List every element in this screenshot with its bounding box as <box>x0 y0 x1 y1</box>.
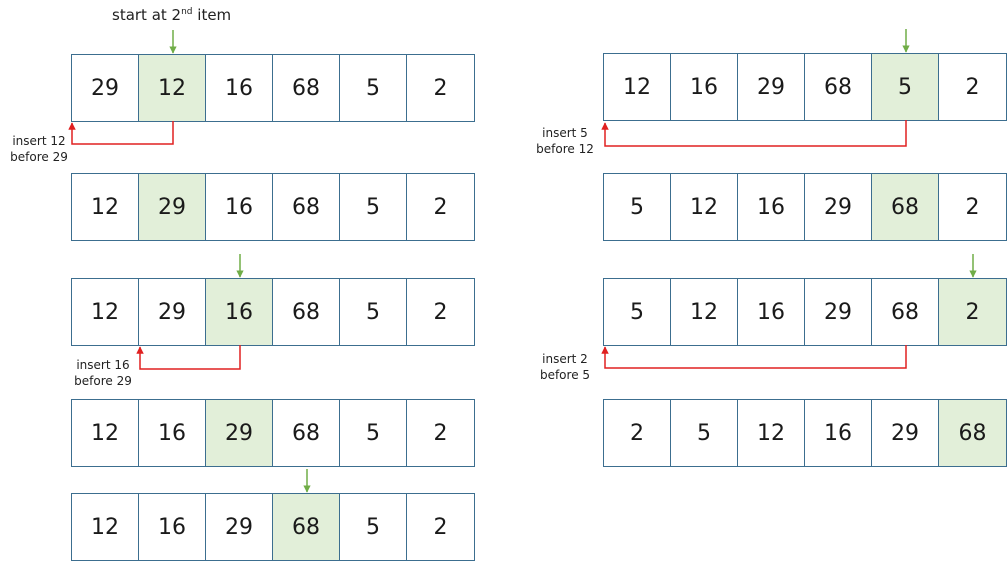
note-line-2: before 12 <box>536 142 594 156</box>
array-cell: 16 <box>671 54 738 120</box>
array-cell: 16 <box>139 400 206 466</box>
array-cell: 29 <box>872 400 939 466</box>
array-cell-current: 5 <box>872 54 939 120</box>
array-cell: 12 <box>72 400 139 466</box>
array-cell-current: 68 <box>273 494 340 560</box>
array-cell: 12 <box>72 174 139 240</box>
array-cell-current: 29 <box>206 400 273 466</box>
array-cell: 16 <box>738 174 805 240</box>
array-cell: 68 <box>273 174 340 240</box>
array-cell: 12 <box>604 54 671 120</box>
array-cell: 2 <box>604 400 671 466</box>
array-cell: 29 <box>805 174 872 240</box>
array-cell-current: 12 <box>139 55 206 121</box>
array-cell-current: 2 <box>939 279 1006 345</box>
array-cell: 29 <box>139 279 206 345</box>
note-line-2: before 29 <box>74 374 132 388</box>
array-cell: 2 <box>939 174 1006 240</box>
array-cell-current: 68 <box>939 400 1006 466</box>
array-cell: 2 <box>407 279 474 345</box>
array-cell: 12 <box>72 494 139 560</box>
array-cell: 2 <box>407 494 474 560</box>
note-line-2: before 29 <box>10 150 68 164</box>
array-cell: 68 <box>273 400 340 466</box>
array-cell: 68 <box>805 54 872 120</box>
array-cell: 16 <box>139 494 206 560</box>
array-cell-current: 68 <box>872 174 939 240</box>
array-cell: 5 <box>340 494 407 560</box>
array-cell: 68 <box>872 279 939 345</box>
array-cell: 5 <box>340 279 407 345</box>
array-cell: 5 <box>340 174 407 240</box>
array-cell: 16 <box>805 400 872 466</box>
note-insert-16: insert 16 before 29 <box>72 357 134 389</box>
array-cell: 2 <box>407 55 474 121</box>
array-cell: 16 <box>206 55 273 121</box>
note-line-1: insert 16 <box>76 358 130 372</box>
array-cell-current: 16 <box>206 279 273 345</box>
array-cell: 16 <box>206 174 273 240</box>
array-cell: 12 <box>671 279 738 345</box>
array-cell: 29 <box>206 494 273 560</box>
array-cell: 5 <box>340 55 407 121</box>
array-cell: 5 <box>671 400 738 466</box>
array-cell: 5 <box>604 279 671 345</box>
array-cell: 5 <box>604 174 671 240</box>
array-cell-current: 29 <box>139 174 206 240</box>
note-line-1: insert 2 <box>542 352 588 366</box>
red-insert-arrow <box>601 120 907 147</box>
array-cell: 29 <box>738 54 805 120</box>
red-insert-arrow <box>136 345 241 370</box>
note-insert-2: insert 2 before 5 <box>532 351 598 383</box>
array-cell: 12 <box>671 174 738 240</box>
array-cell: 5 <box>340 400 407 466</box>
array-cell: 12 <box>738 400 805 466</box>
note-insert-5: insert 5 before 12 <box>532 125 598 157</box>
array-cell: 16 <box>738 279 805 345</box>
array-cell: 2 <box>407 400 474 466</box>
note-line-1: insert 12 <box>12 134 66 148</box>
array-cell: 2 <box>939 54 1006 120</box>
array-cell: 12 <box>72 279 139 345</box>
note-line-2: before 5 <box>539 368 591 382</box>
array-cell: 68 <box>273 55 340 121</box>
array-cell: 29 <box>805 279 872 345</box>
red-insert-arrow <box>601 345 907 369</box>
array-cell: 68 <box>273 279 340 345</box>
note-line-1: insert 5 <box>542 126 588 140</box>
red-insert-arrow <box>68 121 174 145</box>
note-insert-12: insert 12 before 29 <box>8 133 70 165</box>
array-cell: 29 <box>72 55 139 121</box>
diagram-title: start at 2nd item <box>112 6 232 24</box>
array-cell: 2 <box>407 174 474 240</box>
